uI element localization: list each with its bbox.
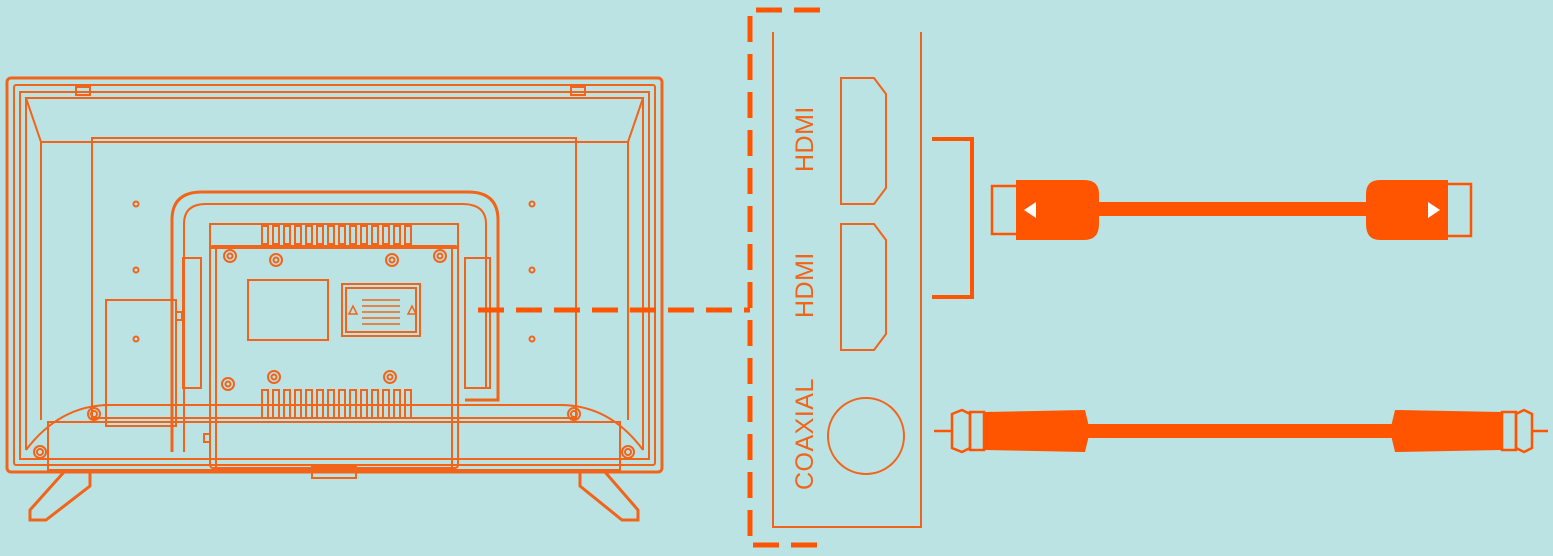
coaxial-cable-icon xyxy=(934,408,1548,454)
hdmi-port-2 xyxy=(840,223,887,351)
tv-back-icon xyxy=(5,76,664,522)
hdmi-label-2: HDMI xyxy=(791,252,819,318)
hdmi-label-1: HDMI xyxy=(791,106,819,172)
vent-slots-top xyxy=(261,225,412,245)
vent-slots-bottom xyxy=(261,389,412,419)
hdmi-cable-icon xyxy=(990,180,1473,240)
port-panel xyxy=(772,32,922,528)
coaxial-label: COAXIAL xyxy=(791,378,819,490)
hdmi-bracket xyxy=(932,137,974,299)
coaxial-port xyxy=(827,397,905,475)
dashed-connector xyxy=(478,7,820,548)
hdmi-port-1 xyxy=(840,77,887,205)
